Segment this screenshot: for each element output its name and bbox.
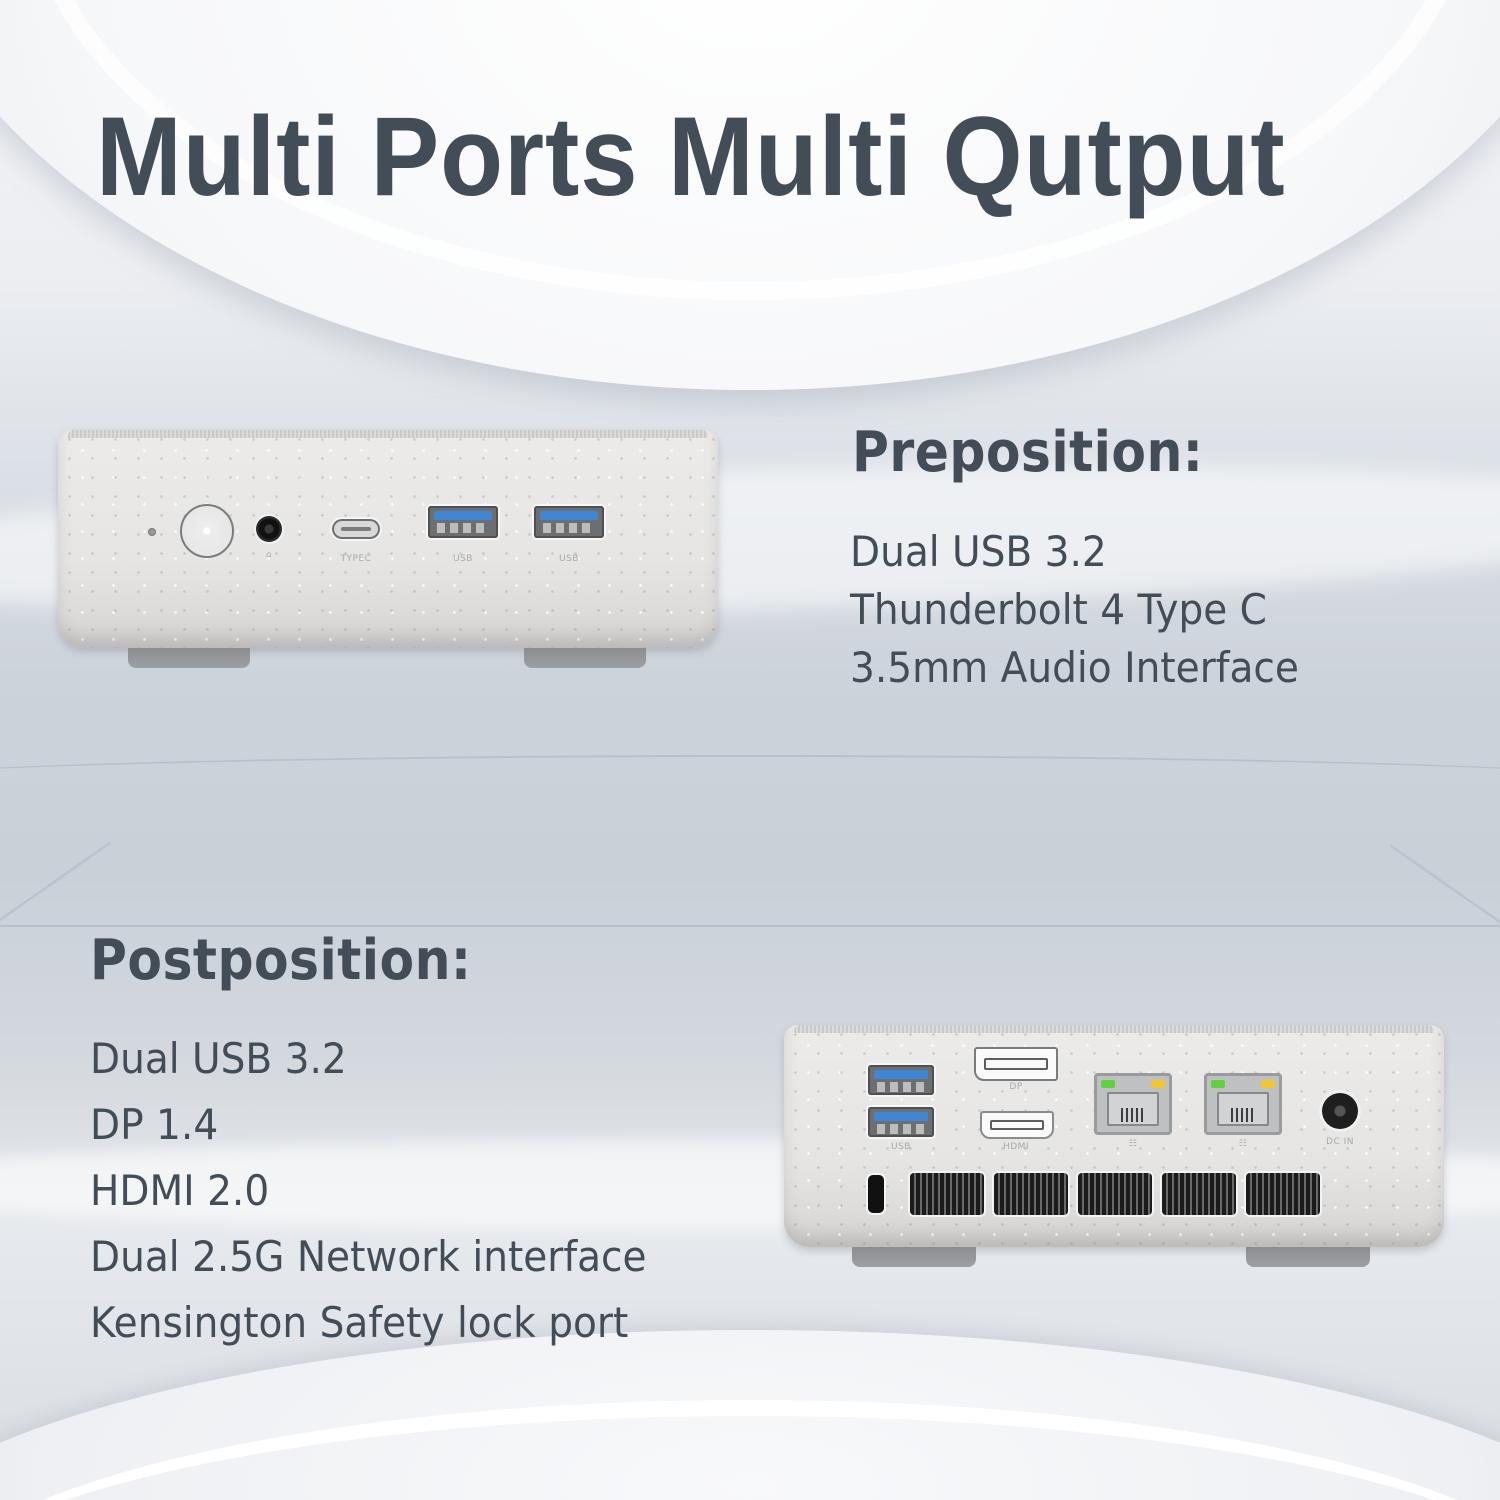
device-foot: [128, 648, 250, 668]
vent-grille: [994, 1173, 1068, 1215]
power-button-icon: [180, 504, 234, 558]
ethernet-port-icon: [1204, 1073, 1282, 1135]
hdmi-port-icon: [980, 1111, 1054, 1139]
device-foot: [852, 1247, 976, 1267]
spec-item: Dual USB 3.2: [90, 1034, 347, 1083]
device-foot: [524, 648, 646, 668]
typec-port-label: TYPEC: [340, 554, 372, 564]
displayport-icon: [974, 1047, 1058, 1081]
usb-c-port-icon: [334, 521, 378, 537]
vent-grille: [1246, 1173, 1320, 1215]
rear-spec-list: Dual USB 3.2 DP 1.4 HDMI 2.0 Dual 2.5G N…: [90, 1026, 688, 1356]
front-heading: Preposition:: [852, 420, 1204, 485]
usb-port-label: USB: [891, 1142, 911, 1152]
usb-port-label: USB: [559, 554, 579, 564]
spec-item: HDMI 2.0: [90, 1166, 270, 1215]
rear-device-image: USB DP HDMI ☷ ☷ DC IN: [784, 1025, 1444, 1267]
power-led-icon: [148, 528, 156, 536]
dc-in-port-icon: [1322, 1093, 1358, 1129]
hdmi-port-label: HDMI: [1002, 1142, 1030, 1152]
spec-item: Kensington Safety lock port: [90, 1298, 629, 1347]
audio-jack-icon: [256, 516, 282, 542]
usb-a-port-icon: [534, 506, 604, 538]
usb-a-port-icon: [428, 506, 498, 538]
spec-item: Thunderbolt 4 Type C: [850, 585, 1267, 634]
lan-port-label: ☷: [1238, 1139, 1248, 1149]
front-spec-list: Dual USB 3.2 Thunderbolt 4 Type C 3.5mm …: [850, 523, 1333, 697]
audio-port-label: ⌂: [265, 550, 273, 560]
vent-grille: [1078, 1173, 1152, 1215]
lan-port-label: ☷: [1128, 1139, 1138, 1149]
spec-item: Dual USB 3.2: [850, 527, 1107, 576]
rear-heading: Postposition:: [90, 928, 472, 993]
dc-port-label: DC IN: [1326, 1137, 1354, 1147]
dp-port-label: DP: [1009, 1082, 1023, 1092]
spec-item: DP 1.4: [90, 1100, 219, 1149]
device-foot: [1246, 1247, 1370, 1267]
page-title: Multi Ports Multi Qutput: [96, 94, 1286, 219]
usb-a-port-icon: [868, 1065, 934, 1095]
usb-a-port-icon: [868, 1107, 934, 1137]
spec-item: 3.5mm Audio Interface: [850, 643, 1299, 692]
ethernet-port-icon: [1094, 1073, 1172, 1135]
kensington-lock-icon: [868, 1175, 884, 1213]
vent-grille: [1162, 1173, 1236, 1215]
spec-item: Dual 2.5G Network interface: [90, 1232, 647, 1281]
front-device-image: ⌂ TYPEC USB USB: [58, 430, 718, 670]
vent-grille: [910, 1173, 984, 1215]
usb-port-label: USB: [453, 554, 473, 564]
